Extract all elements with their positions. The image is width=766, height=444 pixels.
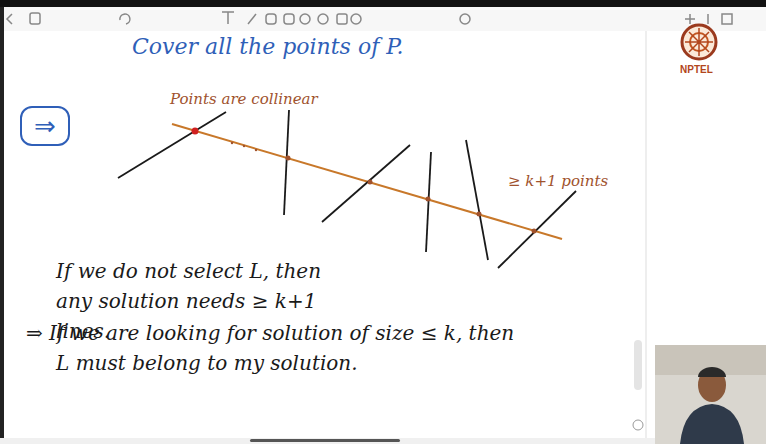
heading-note: Cover all the points of P. bbox=[132, 30, 404, 63]
annotation: ≥ k+1 points bbox=[508, 170, 608, 193]
logo-text: NPTEL bbox=[680, 62, 713, 77]
intersection-points bbox=[192, 128, 537, 234]
panel-divider bbox=[646, 31, 647, 444]
crossing-lines bbox=[118, 110, 576, 268]
nptel-logo bbox=[682, 25, 716, 59]
presenter-video bbox=[655, 345, 766, 444]
implication-symbol: ⇒ bbox=[34, 113, 56, 139]
page-indicator bbox=[634, 340, 642, 390]
note-text: ⇒ If we are looking for solution of size… bbox=[26, 318, 526, 378]
zoom-icon bbox=[633, 420, 643, 430]
collinear-line bbox=[172, 124, 562, 239]
implication-box: ⇒ bbox=[20, 106, 70, 146]
home-indicator bbox=[250, 439, 400, 442]
annotation: Points are collinear bbox=[170, 88, 318, 111]
ellipsis-dots bbox=[231, 142, 257, 151]
toolbar-icons bbox=[7, 12, 732, 24]
bottom-strip bbox=[0, 438, 655, 444]
status-bar bbox=[0, 0, 766, 7]
toolbar bbox=[0, 7, 766, 31]
window-edge bbox=[0, 7, 4, 444]
